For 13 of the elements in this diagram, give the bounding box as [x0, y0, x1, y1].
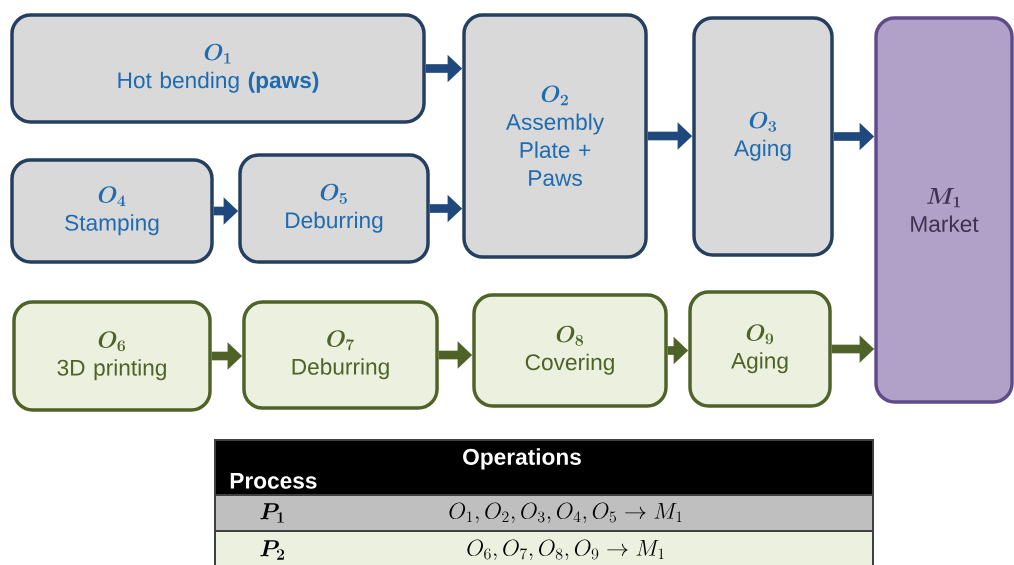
table-cell: $\boldsymbol{P_1}$ — [215, 495, 330, 531]
process-box: $\boldsymbol{O_6}$ 3D printing — [12, 300, 212, 412]
process-box: $\boldsymbol{O_9}$ Aging — [688, 290, 832, 408]
process-box: $\boldsymbol{O_2}$ Assembly Plate + Paws — [462, 13, 648, 259]
process-box: $\boldsymbol{O_5}$ Deburring — [238, 153, 430, 264]
process-box: $\boldsymbol{O_1}$ Hot bending (paws) — [10, 13, 426, 124]
table-header-cell: Process — [215, 440, 330, 495]
process-box: $\boldsymbol{O_4}$ Stamping — [10, 158, 214, 264]
market-box: $\boldsymbol{M_1}$ Market — [874, 16, 1014, 404]
process-box: $\boldsymbol{O_7}$ Deburring — [242, 300, 439, 410]
table-cell: $\boldsymbol{P_2}$ — [215, 531, 330, 565]
process-box: $\boldsymbol{O_8}$ Covering — [472, 293, 668, 408]
process-box: $\boldsymbol{O_3}$ Aging — [692, 16, 834, 257]
